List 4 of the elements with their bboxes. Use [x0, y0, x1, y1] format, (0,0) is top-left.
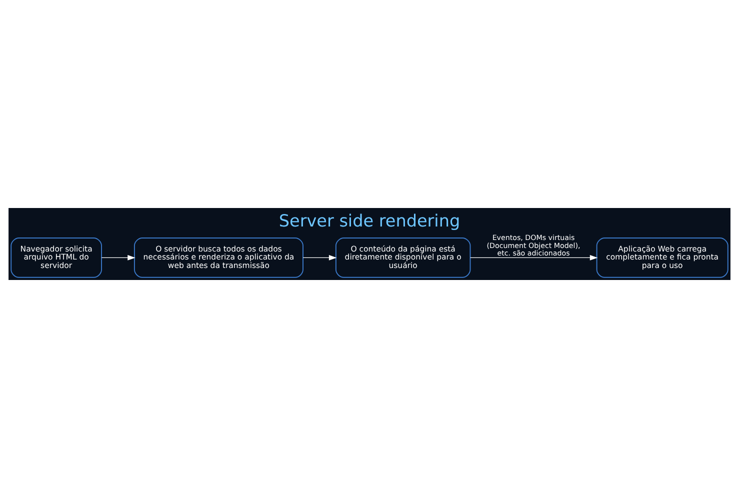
arrow [101, 254, 136, 260]
arrow [470, 254, 598, 260]
arrow [302, 254, 337, 260]
diagram-title: Server side rendering [278, 210, 460, 230]
